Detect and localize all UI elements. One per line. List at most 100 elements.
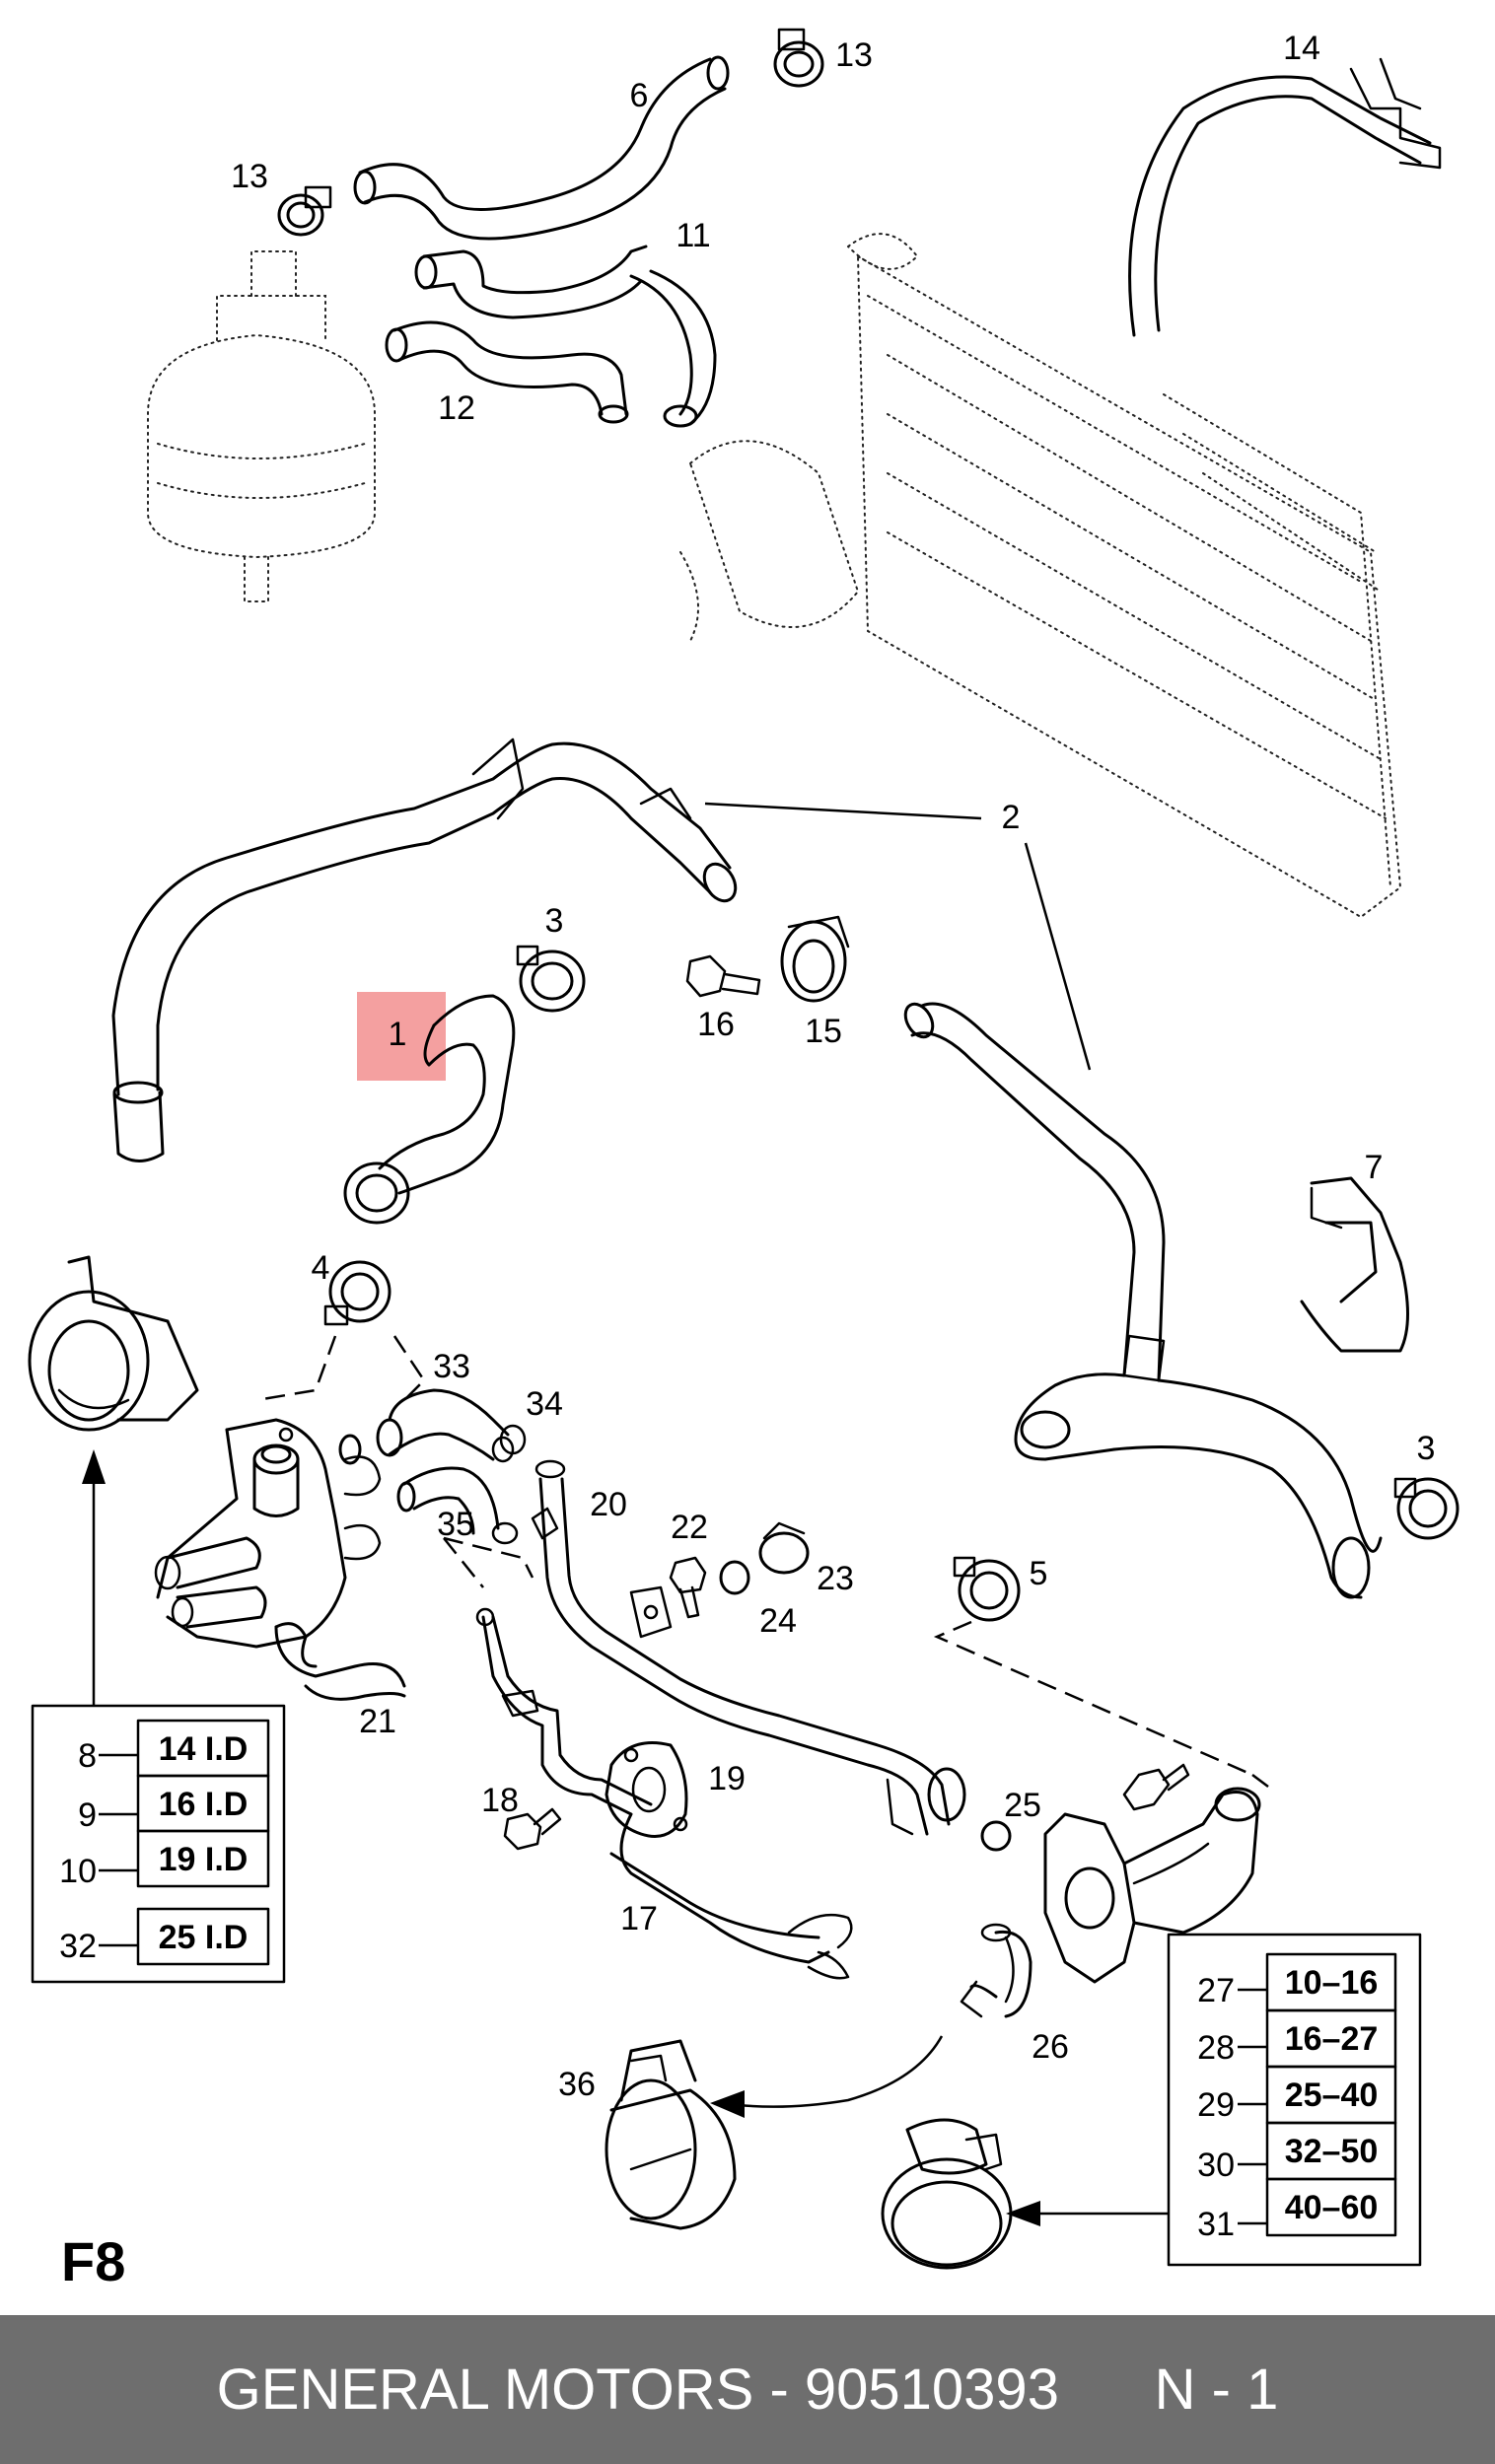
callout-17: 17 xyxy=(620,1900,658,1937)
footer-caption: GENERAL MOTORS - 90510393 N - 1 xyxy=(0,2315,1495,2464)
left-table-size: 16 I.D xyxy=(159,1786,249,1823)
callout-7: 7 xyxy=(1365,1149,1384,1186)
clamp-13-right xyxy=(773,28,824,88)
clamp-4 xyxy=(323,1260,392,1326)
clamp-3-right xyxy=(1393,1477,1459,1540)
right-table-ref: 27 xyxy=(1197,1972,1235,2009)
left-table-ref: 10 xyxy=(59,1853,97,1890)
thermostat-housing xyxy=(154,1418,382,1649)
bolt-22 xyxy=(669,1556,707,1619)
callout-12: 12 xyxy=(438,389,475,427)
clamp-table-left: 8 14 I.D 9 16 I.D 10 19 I.D 32 25 I.D xyxy=(31,1704,286,1984)
callout-14: 14 xyxy=(1283,30,1320,67)
callout-2: 2 xyxy=(1002,799,1021,836)
clamp-23 xyxy=(758,1521,810,1575)
bolt-outlet xyxy=(1122,1763,1190,1811)
callout-3: 3 xyxy=(1417,1430,1436,1467)
callout-20: 20 xyxy=(590,1486,627,1523)
right-table-size: 32–50 xyxy=(1285,2133,1379,2170)
pipe-17 xyxy=(475,1607,853,1980)
clamp-5 xyxy=(953,1556,1021,1622)
clamp-table-right: 27 10–16 28 16–27 29 25–40 30 32–50 31 4… xyxy=(1167,1933,1422,2267)
footer-brand: GENERAL MOTORS xyxy=(216,2358,754,2422)
footer-bar: GENERAL MOTORS - 90510393 N - 1 xyxy=(0,2315,1495,2464)
callout-13: 13 xyxy=(231,158,268,195)
hose-33 xyxy=(338,1388,510,1465)
dashed-leader-5 xyxy=(933,1620,1273,1791)
footer-quantity: N - 1 xyxy=(1154,2358,1279,2422)
exploded-parts-diagram: 8 14 I.D 9 16 I.D 10 19 I.D 32 25 I.D xyxy=(28,28,1459,2292)
left-table-ref: 32 xyxy=(59,1928,97,1965)
hose-26 xyxy=(960,1923,1032,2018)
left-table-size: 25 I.D xyxy=(159,1919,249,1956)
right-table-size: 25–40 xyxy=(1285,2077,1379,2114)
figure-code: F8 xyxy=(61,2230,125,2292)
hose-6 xyxy=(353,55,730,241)
hose-35 xyxy=(396,1466,519,1545)
callout-23: 23 xyxy=(817,1560,854,1597)
hose-2-upper xyxy=(111,738,738,1162)
left-table-ref: 8 xyxy=(78,1737,97,1775)
footer-part-number: 90510393 xyxy=(804,2358,1059,2422)
right-table-ref: 30 xyxy=(1197,2147,1235,2184)
left-table-ref: 9 xyxy=(78,1796,97,1834)
clamp-13-left xyxy=(277,185,332,237)
clamp-34 xyxy=(491,1424,527,1463)
bracket-7 xyxy=(1300,1176,1409,1353)
right-table-size: 10–16 xyxy=(1285,1964,1379,2002)
strap-14 xyxy=(1128,57,1442,337)
callout-11: 11 xyxy=(676,217,710,254)
callout-4: 4 xyxy=(312,1249,330,1287)
outlet-housing xyxy=(1043,1787,1261,1984)
hose-21 xyxy=(274,1622,406,1701)
bolt-16 xyxy=(685,954,761,998)
hose-11 xyxy=(414,245,717,428)
callout-24: 24 xyxy=(759,1602,797,1640)
callout-16: 16 xyxy=(697,1006,735,1043)
arrow-to-clamp-36 xyxy=(710,2035,944,2118)
callout-6: 6 xyxy=(630,77,649,114)
callout-34: 34 xyxy=(526,1385,563,1423)
callout-22: 22 xyxy=(671,1509,708,1546)
callout-25: 25 xyxy=(1004,1787,1041,1824)
footer-separator: - xyxy=(769,2358,789,2422)
arrow-to-worm-clamp xyxy=(1006,2201,1169,2226)
bolt-18 xyxy=(503,1807,562,1851)
callout-36: 36 xyxy=(558,2066,596,2103)
part-1-highlight xyxy=(357,992,446,1081)
dotted-background-components xyxy=(147,233,1402,919)
left-table-size: 14 I.D xyxy=(159,1730,249,1768)
clamp-left-large xyxy=(28,1255,199,1432)
callout-13: 13 xyxy=(835,36,873,74)
callout-33: 33 xyxy=(433,1348,470,1385)
pipe-20 xyxy=(531,1459,966,1836)
hose-12 xyxy=(385,320,629,424)
dashed-leaders-upper xyxy=(255,1335,534,1588)
callout-3: 3 xyxy=(545,902,564,940)
clamp-15 xyxy=(780,915,850,1003)
arrow-to-left-clamp xyxy=(82,1449,106,1706)
callout-18: 18 xyxy=(481,1782,519,1819)
right-table-size: 16–27 xyxy=(1285,2020,1379,2058)
right-table-ref: 31 xyxy=(1197,2206,1235,2243)
clamp-24 xyxy=(719,1560,750,1595)
clamp-3-top xyxy=(516,945,586,1013)
clamp-36 xyxy=(605,2039,737,2230)
leader-lines-2 xyxy=(704,802,1092,1071)
hose-2-lower xyxy=(903,1002,1383,1599)
callout-5: 5 xyxy=(1030,1555,1048,1592)
clamp-25 xyxy=(980,1820,1012,1852)
callout-labels: 1 2 3 3 4 5 6 7 11 12 13 13 14 15 16 17 … xyxy=(231,30,1435,2103)
clamp-worm-drive xyxy=(881,2118,1013,2270)
callout-19: 19 xyxy=(708,1760,746,1797)
right-table-ref: 28 xyxy=(1197,2029,1235,2067)
right-table-ref: 29 xyxy=(1197,2086,1235,2124)
callout-35: 35 xyxy=(437,1506,474,1543)
callout-21: 21 xyxy=(359,1703,396,1740)
callout-26: 26 xyxy=(1032,2028,1069,2066)
callout-1: 1 xyxy=(389,1016,407,1053)
left-table-size: 19 I.D xyxy=(159,1841,249,1878)
right-table-size: 40–60 xyxy=(1285,2189,1379,2226)
hose-1 xyxy=(343,994,516,1225)
